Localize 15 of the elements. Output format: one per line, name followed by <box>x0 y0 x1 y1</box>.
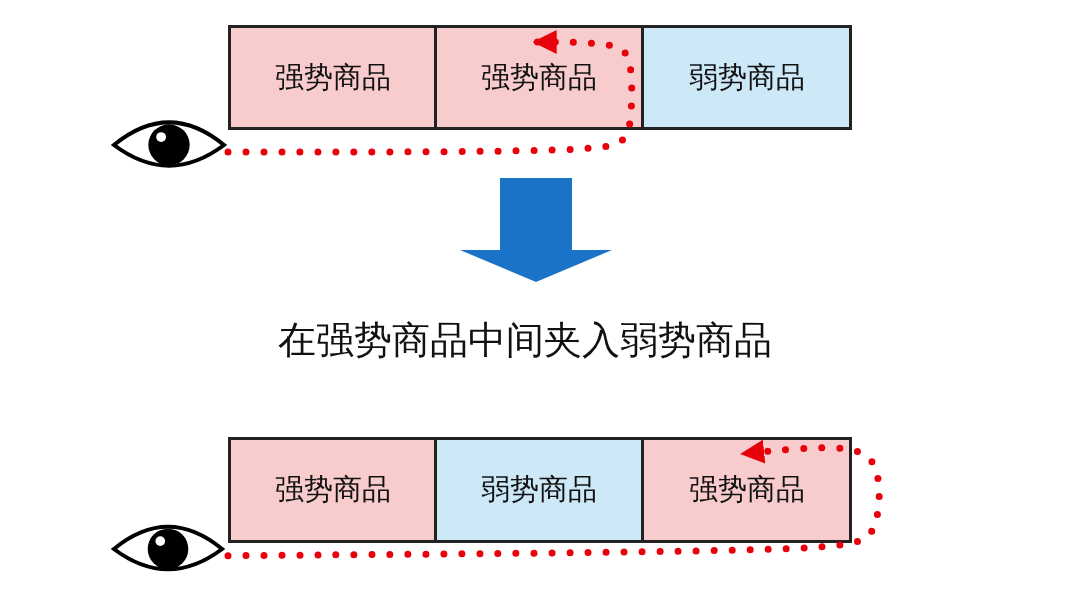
product-box <box>228 437 437 543</box>
product-label: 强势商品 <box>274 471 391 508</box>
gaze-path-arrow <box>224 30 636 156</box>
product-label: 弱势商品 <box>688 58 805 96</box>
product-box <box>641 437 852 543</box>
product-box <box>434 25 644 130</box>
product-label: 弱势商品 <box>481 471 597 508</box>
product-label: 强势商品 <box>481 58 597 96</box>
product-label: 强势商品 <box>274 58 391 96</box>
product-box <box>434 437 644 543</box>
caption-text: 在强势商品中间夹入弱势商品 <box>278 317 772 364</box>
gaze-path-arrow <box>224 439 883 560</box>
product-box <box>641 25 852 130</box>
product-box <box>228 25 437 130</box>
product-label: 强势商品 <box>688 471 805 508</box>
